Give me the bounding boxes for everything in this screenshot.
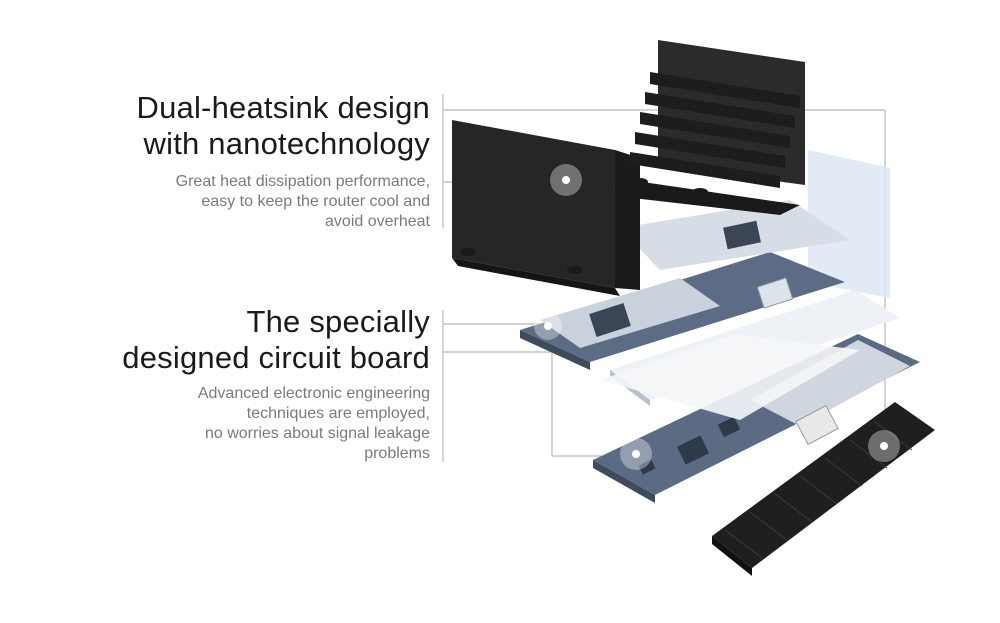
feature-description-line: Great heat dissipation performance, [175, 173, 430, 190]
hotspot-markers [534, 164, 900, 470]
feature-description-line: easy to keep the router cool and [201, 193, 430, 210]
shield-plate [600, 290, 900, 420]
feature-description-circuit-board: Advanced electronic engineering techniqu… [198, 384, 430, 464]
feature-title-circuit-board: The specially designed circuit board [122, 304, 430, 376]
feature-description-heatsink: Great heat dissipation performance, easy… [176, 172, 430, 232]
bottom-heatsink [712, 402, 935, 576]
hotspot-board [620, 438, 652, 470]
feature-title-line: designed circuit board [122, 340, 430, 375]
hotspot-bottom-heatsink [868, 430, 900, 462]
feature-description-line: techniques are employed, [246, 405, 430, 422]
feature-description-line: no worries about signal leakage [204, 425, 430, 442]
feature-title-heatsink: Dual-heatsink design with nanotechnology [136, 90, 430, 162]
upper-circuit-board [520, 200, 850, 370]
feature-title-line: Dual-heatsink design [136, 90, 430, 125]
feature-title-line: The specially [246, 304, 430, 339]
hotspot-heatsink [550, 164, 582, 196]
hotspot-board-left [534, 312, 562, 340]
feature-description-line: problems [364, 445, 430, 462]
transparent-shield [808, 150, 890, 298]
feature-description-line: avoid overheat [325, 213, 430, 230]
feature-title-line: with nanotechnology [143, 126, 430, 161]
top-heatsink [452, 40, 805, 296]
feature-description-line: Advanced electronic engineering [197, 385, 430, 402]
lower-circuit-board [593, 334, 920, 503]
